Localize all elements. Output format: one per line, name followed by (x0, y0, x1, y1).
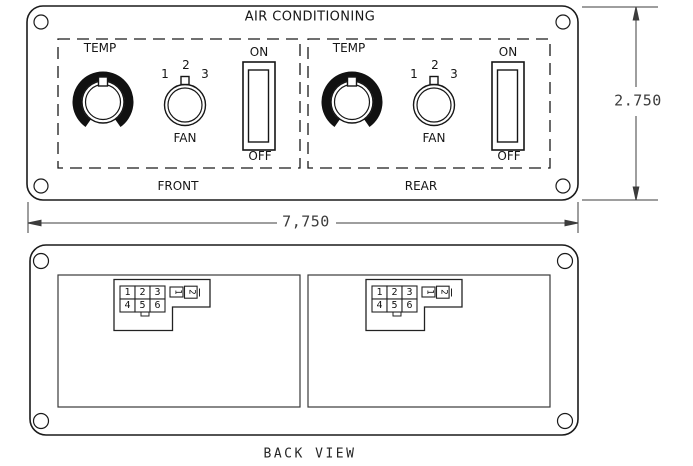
terminal-box-1 (421, 286, 436, 298)
fan-knob-outer (412, 83, 456, 127)
fan-knob-inner (416, 87, 452, 123)
connector-left-terminal-1: 1 (172, 289, 182, 295)
screw-hole-bottom-left (33, 178, 49, 194)
temp-knob-pointer (346, 76, 358, 87)
front-fan-position-3: 3 (201, 67, 209, 81)
front-fan-position-1: 1 (161, 67, 169, 81)
connector-left-pin-5: 5 (139, 299, 146, 311)
screw-hole-bottom-right (555, 178, 571, 194)
terminal-box-2 (435, 285, 450, 299)
connector-left-pin-3: 3 (154, 286, 161, 298)
connector-right-pin-3: 3 (406, 286, 413, 298)
back-panel-outline-group (29, 244, 579, 436)
back-front-module-outline (57, 274, 301, 408)
rear-section-name: REAR (404, 179, 438, 193)
connector-housing-outline (113, 278, 211, 332)
connector-right-pin-1: 1 (376, 286, 383, 298)
height-dimension-lines (582, 6, 658, 201)
connector-key-tab (140, 311, 150, 317)
front-switch-off-label: OFF (248, 149, 272, 163)
rear-section-drawing (321, 61, 525, 151)
fan-knob-outer (163, 83, 207, 127)
rear-switch-on-label: ON (498, 45, 518, 59)
temp-knob-arc (321, 71, 383, 127)
arrowhead-left (27, 219, 42, 227)
rear-switch-off-label: OFF (497, 149, 521, 163)
front-fan-position-2: 2 (182, 58, 190, 72)
rear-section-dashed-border (307, 38, 551, 169)
front-switch-on-label: ON (249, 45, 269, 59)
temp-knob-arc (72, 71, 134, 127)
drawing-title: AIR CONDITIONING (244, 9, 376, 25)
connector-block-left (113, 278, 211, 332)
terminal-box-1 (169, 286, 184, 298)
rear-fan-position-3: 3 (450, 67, 458, 81)
front-panel-plate (26, 5, 579, 201)
screw-hole-top-right (555, 14, 571, 30)
toggle-switch-slot (247, 69, 270, 143)
front-section-drawing (72, 61, 276, 151)
fan-knob-pointer (429, 75, 439, 86)
temp-knob-outer (81, 80, 125, 124)
connector-right-pin-2: 2 (391, 286, 398, 298)
front-temp-label: TEMP (83, 41, 117, 55)
screw-hole-top-left (33, 14, 49, 30)
pin-cell-6 (149, 298, 166, 313)
rear-fan-label: FAN (422, 131, 446, 145)
connector-right-terminal-1: 1 (424, 289, 434, 295)
connector-left-pin-1: 1 (124, 286, 131, 298)
rear-fan-position-2: 2 (431, 58, 439, 72)
rear-temp-label: TEMP (332, 41, 366, 55)
arrowhead-top (632, 6, 640, 21)
toggle-switch-bezel (491, 61, 525, 151)
connector-right-pin-4: 4 (376, 299, 383, 311)
screw-hole-bottom-right (556, 412, 574, 430)
fan-knob-inner (167, 87, 203, 123)
connector-left-pin-2: 2 (139, 286, 146, 298)
toggle-switch-bezel (242, 61, 276, 151)
toggle-switch-slot (496, 69, 519, 143)
back-view-caption: BACK VIEW (263, 446, 357, 462)
width-dimension-lines (27, 202, 579, 233)
screw-hole-top-left (32, 252, 50, 270)
connector-left-pin-6: 6 (154, 299, 161, 311)
connector-right-terminal-2: 2 (438, 289, 449, 295)
arrowhead-right (564, 219, 579, 227)
front-fan-label: FAN (173, 131, 197, 145)
rear-fan-position-1: 1 (410, 67, 418, 81)
connector-housing-outline (365, 278, 463, 332)
connector-block-right (365, 278, 463, 332)
temp-knob-pointer (97, 76, 109, 87)
back-rear-module-outline (307, 274, 551, 408)
pin-cell-6 (401, 298, 418, 313)
front-section-name: FRONT (157, 179, 199, 193)
screw-hole-bottom-left (32, 412, 50, 430)
connector-left-terminal-2: 2 (186, 289, 197, 295)
connector-right-pin-5: 5 (391, 299, 398, 311)
front-section-dashed-border (57, 38, 301, 169)
width-dimension-value: 7,750 (282, 212, 330, 231)
connector-right-pin-6: 6 (406, 299, 413, 311)
terminal-box-2 (183, 285, 198, 299)
temp-knob-outer (330, 80, 374, 124)
arrowhead-bottom (632, 186, 640, 201)
connector-key-tab (392, 311, 402, 317)
connector-left-pin-4: 4 (124, 299, 131, 311)
front-panel-outline-group (26, 5, 579, 201)
screw-hole-top-right (556, 252, 574, 270)
fan-knob-pointer (180, 75, 190, 86)
height-dimension-value: 2.750 (614, 91, 662, 110)
